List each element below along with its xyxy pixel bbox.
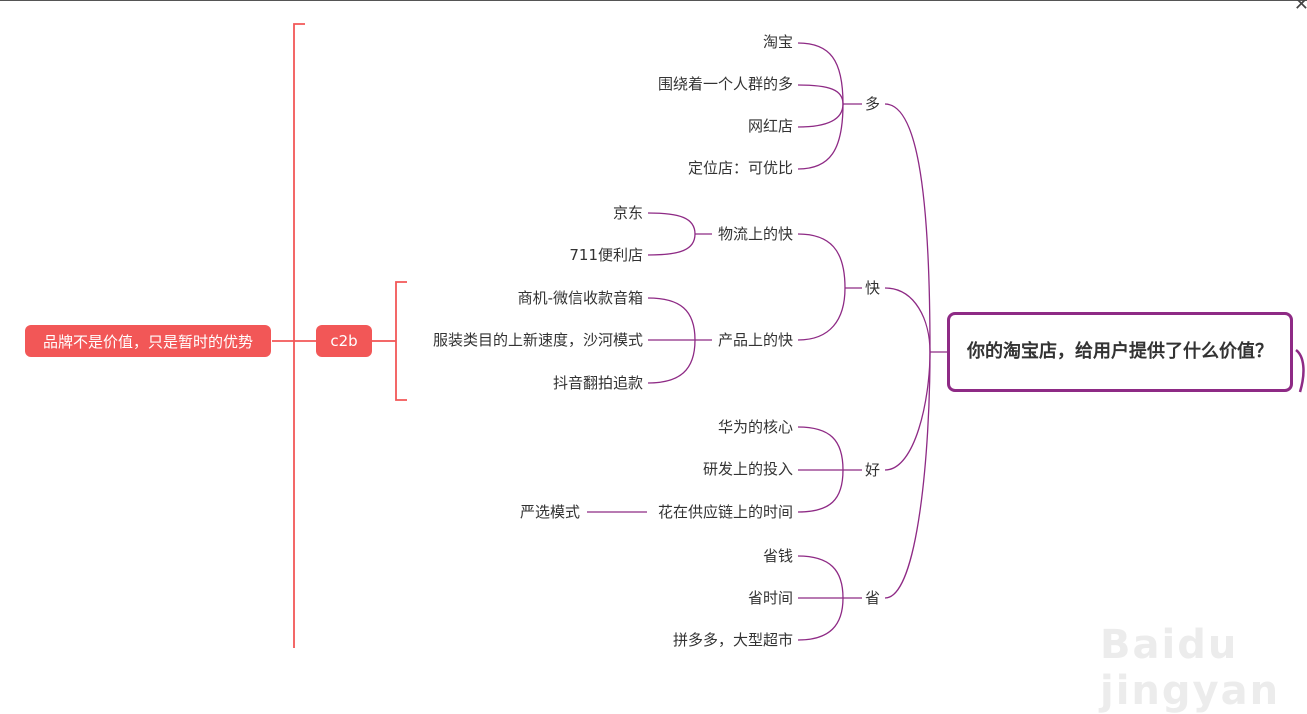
node-logistics[interactable]: 物流上的快: [717, 225, 793, 243]
branch-kuai[interactable]: 快: [865, 279, 881, 297]
node-supply-chain[interactable]: 花在供应链上的时间: [657, 503, 793, 521]
node-711[interactable]: 711便利店: [569, 246, 643, 264]
node-product[interactable]: 产品上的快: [717, 331, 793, 349]
top-border: [0, 0, 1307, 1]
close-icon[interactable]: ✕: [1293, 0, 1307, 15]
watermark-logo: Baidu jingyan: [1100, 622, 1281, 714]
node-c2b-label: c2b: [330, 332, 358, 350]
node-dingwei[interactable]: 定位店：可优比: [687, 159, 793, 177]
node-huawei[interactable]: 华为的核心: [717, 418, 793, 436]
node-douyin[interactable]: 抖音翻拍追款: [552, 374, 643, 392]
node-yanxuan[interactable]: 严选模式: [519, 503, 580, 521]
branch-sheng[interactable]: 省: [865, 589, 881, 607]
branch-hao[interactable]: 好: [865, 461, 881, 479]
node-brand-label: 品牌不是价值，只是暂时的优势: [42, 332, 253, 351]
node-jingdong[interactable]: 京东: [612, 204, 643, 222]
branch-duo[interactable]: 多: [865, 95, 881, 113]
node-taobao[interactable]: 淘宝: [762, 33, 793, 51]
node-pinduoduo[interactable]: 拼多多，大型超市: [672, 631, 793, 649]
root-node[interactable]: 你的淘宝店，给用户提供了什么价值？: [947, 312, 1293, 392]
node-rd[interactable]: 研发上的投入: [702, 460, 793, 478]
node-save-money[interactable]: 省钱: [762, 547, 793, 565]
node-save-time[interactable]: 省时间: [747, 589, 793, 607]
node-wechat-speaker[interactable]: 商机-微信收款音箱: [517, 289, 643, 307]
node-wanghong[interactable]: 网红店: [747, 117, 793, 135]
node-brand[interactable]: 品牌不是价值，只是暂时的优势: [25, 325, 271, 357]
root-node-label: 你的淘宝店，给用户提供了什么价值？: [967, 341, 1273, 362]
node-clothing[interactable]: 服装类目的上新速度，沙河模式: [432, 331, 643, 349]
node-c2b[interactable]: c2b: [316, 325, 372, 357]
connector-lines: [272, 23, 1305, 648]
node-crowd[interactable]: 围绕着一个人群的多: [657, 75, 793, 93]
